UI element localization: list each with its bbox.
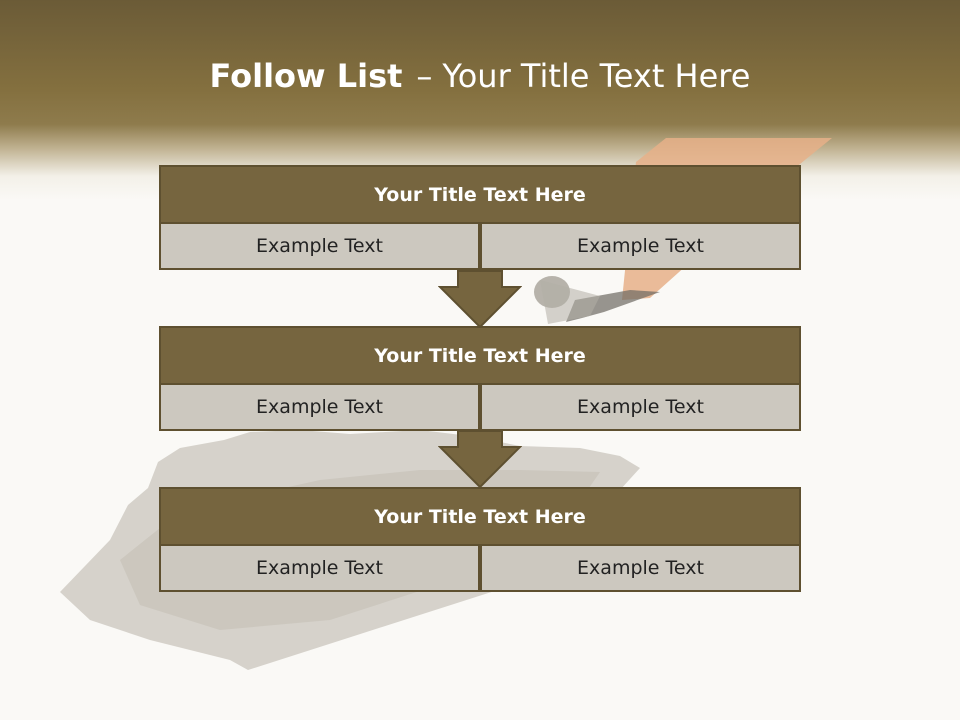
down-arrow-icon <box>438 430 522 488</box>
step-text-left[interactable]: Example Text <box>161 546 478 590</box>
step-block-3[interactable]: Your Title Text Here Example Text Exampl… <box>159 487 801 592</box>
step-text-left[interactable]: Example Text <box>161 224 478 268</box>
step-title[interactable]: Your Title Text Here <box>161 328 799 383</box>
step-block-2[interactable]: Your Title Text Here Example Text Exampl… <box>159 326 801 431</box>
step-text-right[interactable]: Example Text <box>482 224 799 268</box>
step-text-right[interactable]: Example Text <box>482 385 799 429</box>
slide-title-bold: Follow List <box>209 57 403 95</box>
step-title[interactable]: Your Title Text Here <box>161 167 799 222</box>
slide-title-separator: – <box>416 57 433 95</box>
slide-title: Follow List–Your Title Text Here <box>0 52 960 100</box>
step-block-1[interactable]: Your Title Text Here Example Text Exampl… <box>159 165 801 270</box>
step-title[interactable]: Your Title Text Here <box>161 489 799 544</box>
step-text-left[interactable]: Example Text <box>161 385 478 429</box>
step-text-right[interactable]: Example Text <box>482 546 799 590</box>
down-arrow-icon <box>438 270 522 328</box>
slide-title-regular: Your Title Text Here <box>442 57 751 95</box>
